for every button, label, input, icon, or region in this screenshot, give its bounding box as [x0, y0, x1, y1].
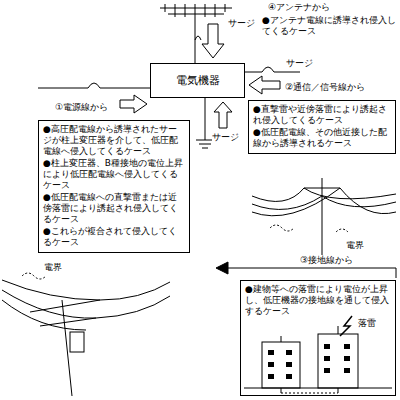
- field-label: 電界: [346, 240, 364, 251]
- case-box: ●高圧配電線から誘導されたサージが柱上変圧器を介して、低圧配電線へ侵入してくるケ…: [38, 120, 190, 253]
- case-text: ●直撃雷や近傍落雷により誘起され侵入してくるケース: [253, 104, 391, 126]
- case-box: ●直撃雷や近傍落雷により誘起され侵入してくるケース●低圧配電線、その他近接した配…: [248, 100, 396, 154]
- route-label: ②通信／信号線から: [285, 82, 365, 93]
- case-text: ●これらが複合されて侵入してくるケース: [43, 226, 185, 248]
- case-text: ●高圧配電線から誘導されたサージが柱上変圧器を介して、低圧配電線へ侵入してくるケ…: [43, 124, 185, 157]
- case-text: ●柱上変圧器、B種接地の電位上昇により低圧配電線へ侵入してくるケース: [43, 158, 185, 191]
- case-text: 電気機器: [176, 74, 220, 87]
- surge-label: サージ: [212, 132, 239, 143]
- route-label: ④アンテナから: [268, 2, 330, 13]
- surge-label: サージ: [286, 58, 313, 69]
- lightning-label: 落雷: [358, 318, 376, 329]
- route-label: ①電源線から: [55, 102, 108, 113]
- device-box: 電気機器: [150, 63, 245, 98]
- case-note: ●アンテナ電線に誘導され侵入してくるケース: [262, 15, 396, 37]
- case-text: ●低圧配電線への直撃雷または近傍落雷により誘起され侵入してくるケース: [43, 192, 185, 225]
- route-label: ③接地線から: [300, 255, 353, 266]
- case-text: ●建物等への落雷により電位が上昇し、低圧機器の接地線を通して侵入するケース: [245, 284, 391, 317]
- case-text: ●低圧配電線、その他近接した配線から誘導されるケース: [253, 127, 391, 149]
- case-box: ●建物等への落雷により電位が上昇し、低圧機器の接地線を通して侵入するケース: [240, 280, 396, 396]
- field-label: 電界: [44, 262, 62, 273]
- surge-label: サージ: [228, 18, 255, 29]
